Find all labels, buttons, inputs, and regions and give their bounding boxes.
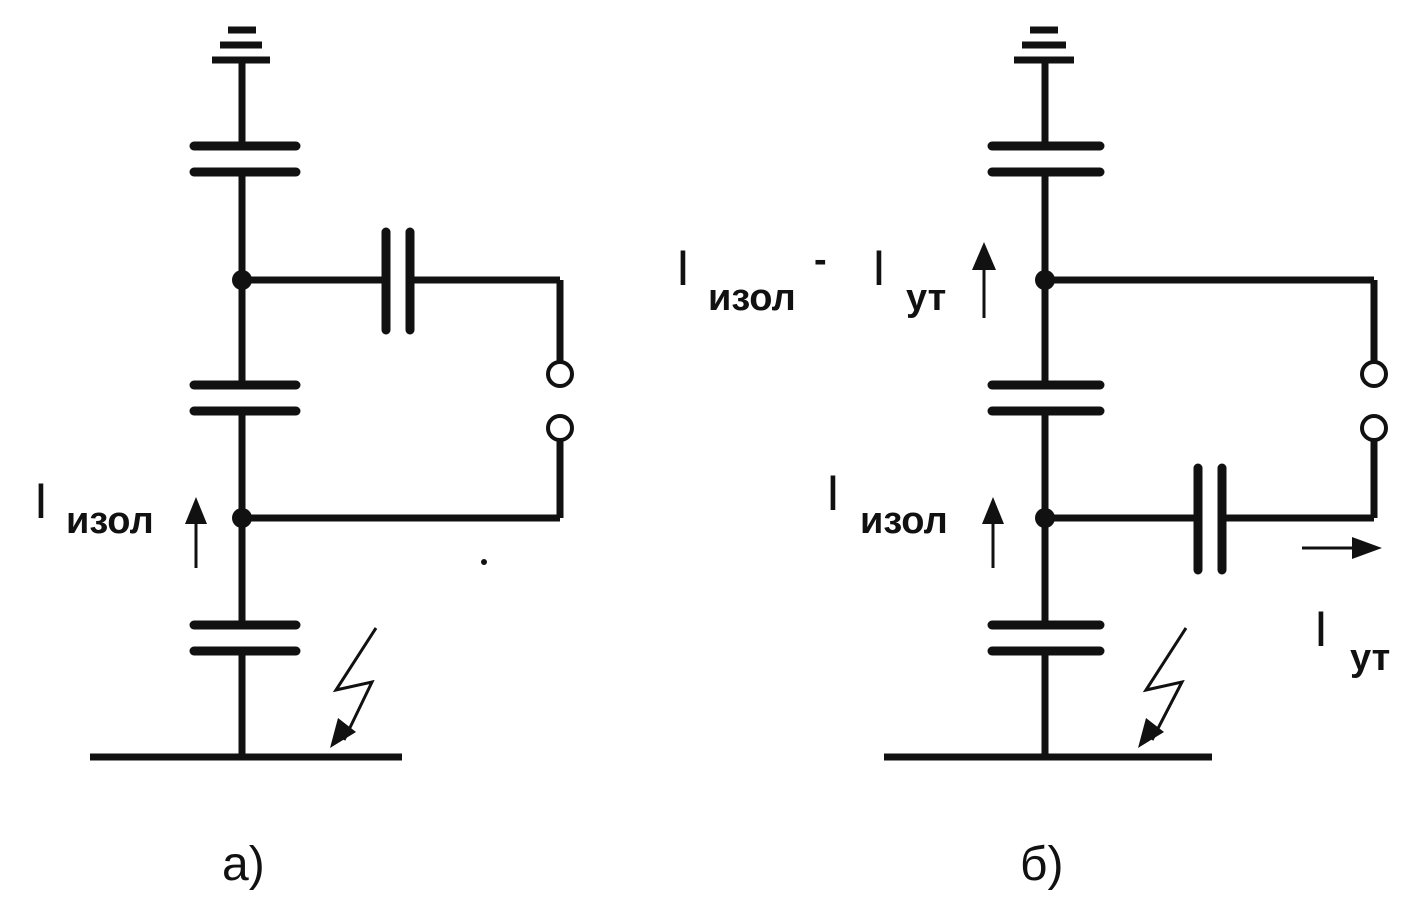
current-label-sub: изол (66, 500, 154, 542)
ground-symbol (1014, 26, 1074, 64)
series-capacitor-2 (189, 380, 301, 416)
terminal-bottom (546, 414, 574, 442)
current-label-main: I (872, 240, 886, 296)
lower-branch (1045, 440, 1378, 575)
lightning-strike-icon (330, 627, 378, 748)
current-label-main: I (1314, 601, 1328, 657)
panel-a: I изол а) (34, 26, 574, 891)
current-label-sub: ут (1350, 637, 1390, 679)
panel-caption-a: а) (222, 838, 265, 891)
current-label-sub: изол (708, 277, 796, 319)
current-arrow-up (185, 497, 207, 568)
terminal-top (546, 360, 574, 388)
current-label-leakage-upper: I ут (872, 240, 946, 319)
lower-branch (242, 440, 564, 522)
current-arrow-up-upper (972, 242, 996, 318)
series-capacitor-3 (189, 620, 301, 656)
current-arrow-right (1302, 537, 1382, 559)
current-label-suffix: - (814, 239, 827, 281)
speck (481, 559, 487, 565)
series-capacitor-3 (987, 620, 1105, 656)
panel-caption-b: б) (1020, 838, 1063, 891)
upper-branch (242, 227, 564, 362)
current-label-isolation: I изол (34, 473, 154, 542)
terminal-top (1360, 360, 1388, 388)
terminal-bottom (1360, 414, 1388, 442)
lightning-strike-icon (1138, 627, 1188, 748)
current-label-sub: ут (906, 277, 946, 319)
panel-b: I изол - I ут I изол I ут б) (676, 26, 1390, 891)
current-label-isolation-minus: I изол - (676, 239, 827, 319)
series-capacitor-1 (189, 141, 301, 177)
current-arrow-up-lower (982, 497, 1004, 568)
current-label-sub: изол (860, 500, 948, 542)
current-label-main: I (676, 240, 690, 296)
current-label-main: I (34, 473, 48, 529)
series-capacitor-1 (987, 141, 1105, 177)
ground-symbol (212, 26, 270, 64)
series-capacitor-2 (987, 380, 1105, 416)
current-label-main: I (826, 465, 840, 521)
current-label-leakage-lower: I ут (1314, 601, 1390, 679)
current-label-isolation: I изол (826, 465, 948, 542)
upper-branch (1045, 276, 1378, 362)
